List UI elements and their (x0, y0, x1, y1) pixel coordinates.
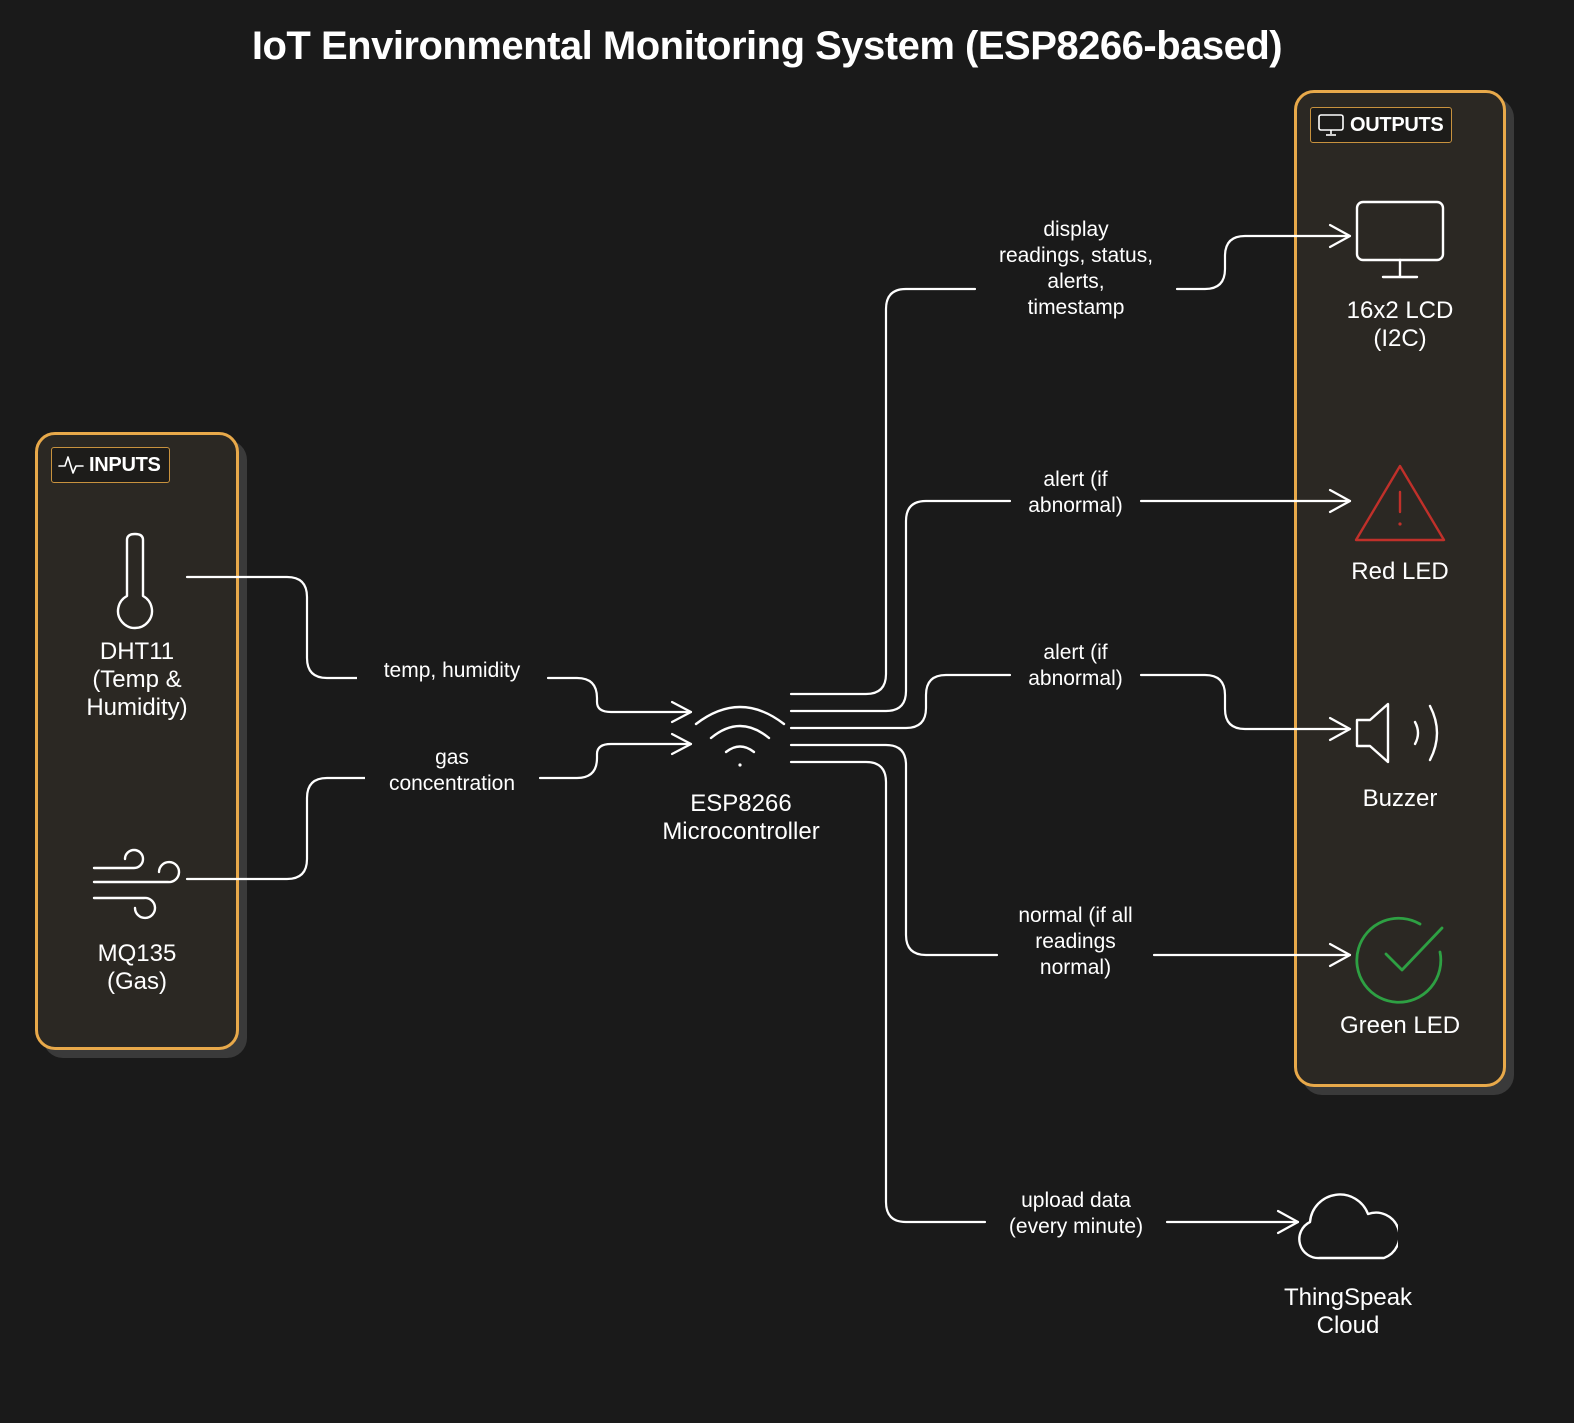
edge-esp-to-cloud (789, 760, 987, 1224)
wind-icon (92, 848, 181, 920)
edge-esp-to-red (789, 499, 1012, 713)
edge-dht-to-esp (185, 575, 359, 680)
edge-label-normal: normal (if all readings normal) (998, 903, 1153, 981)
edge-label-gas-concentration: gas concentration (365, 745, 539, 797)
diagram-title: IoT Environmental Monitoring System (ESP… (251, 24, 1283, 68)
lcd-label: 16x2 LCD (I2C) (1346, 297, 1454, 352)
arrowhead-cloud (1276, 1209, 1300, 1235)
edge-esp-to-buzzer (789, 673, 1012, 730)
edge-mq-to-esp-tail (538, 742, 693, 780)
arrowhead-esp-top (670, 700, 693, 724)
edge-esp-to-green (789, 743, 999, 957)
arrowhead-red (1328, 488, 1352, 514)
edge-label-alert-buzzer: alert (if abnormal) (1011, 640, 1140, 692)
outputs-group: OUTPUTS (1294, 90, 1506, 1087)
edge-esp-to-lcd-tail (1175, 234, 1352, 291)
arrowhead-esp-bottom (670, 732, 693, 756)
warning-triangle-icon (1354, 464, 1446, 542)
edge-esp-to-buzzer-tail (1139, 673, 1352, 731)
wifi-icon (694, 705, 786, 767)
red-led-label: Red LED (1351, 558, 1449, 585)
thermometer-icon (116, 532, 154, 630)
thingspeak-label: ThingSpeak Cloud (1283, 1284, 1413, 1339)
arrowhead-buzzer (1328, 716, 1352, 742)
outputs-badge-label: OUTPUTS (1350, 113, 1444, 136)
inputs-badge: INPUTS (51, 447, 170, 483)
outputs-badge: OUTPUTS (1310, 107, 1453, 143)
esp8266-label: ESP8266 Microcontroller (662, 790, 820, 845)
lcd-monitor-icon (1355, 200, 1445, 279)
speaker-icon (1355, 702, 1439, 764)
edge-label-upload: upload data (every minute) (986, 1188, 1166, 1240)
edge-label-alert-red: alert (if abnormal) (1011, 467, 1140, 519)
activity-icon (58, 456, 84, 474)
edge-label-display: display readings, status, alerts, timest… (976, 217, 1176, 321)
inputs-badge-label: INPUTS (89, 453, 161, 476)
arrowhead-green (1328, 942, 1352, 968)
edge-esp-to-lcd (789, 287, 977, 696)
mq135-label: MQ135 (Gas) (97, 940, 177, 995)
edge-label-temp-humidity: temp, humidity (357, 658, 547, 684)
monitor-icon (1318, 114, 1344, 136)
buzzer-label: Buzzer (1362, 785, 1438, 812)
edge-dht-to-esp-tail (546, 676, 693, 714)
green-led-label: Green LED (1339, 1012, 1461, 1039)
cloud-icon (1298, 1193, 1398, 1260)
arrowhead-lcd (1328, 223, 1352, 249)
check-circle-icon (1355, 916, 1444, 1004)
edge-mq-to-esp (185, 776, 367, 881)
dht11-label: DHT11 (Temp & Humidity) (86, 638, 188, 721)
